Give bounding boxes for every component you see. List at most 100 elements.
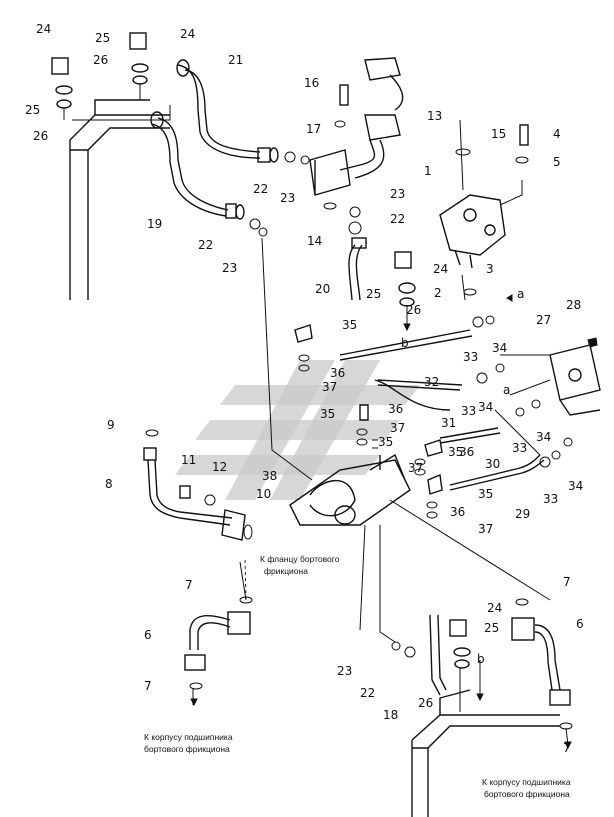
callout: 23 — [390, 187, 405, 201]
callout: 33 — [543, 492, 558, 506]
callout: 35 — [378, 435, 393, 449]
callout: 34 — [536, 430, 551, 444]
callout: 5 — [553, 155, 561, 169]
pipe-29 — [449, 454, 545, 491]
note-bearing-left-line2: бортового фрикциона — [144, 744, 230, 754]
note-bearing-left-line1: К корпусу подшипника — [144, 732, 233, 742]
main-block-38 — [289, 453, 411, 526]
block-13 — [339, 57, 404, 179]
arrow-markers — [190, 294, 572, 750]
callout: 26 — [406, 303, 421, 317]
callout: 36 — [330, 366, 345, 380]
callout: b — [477, 652, 485, 666]
callout: 14 — [307, 234, 322, 248]
callout: 11 — [181, 453, 196, 467]
callout: 7 — [144, 679, 152, 693]
pipe-19 — [150, 111, 245, 220]
callout: a — [517, 287, 524, 301]
pipe-8 — [143, 447, 246, 541]
callout: 33 — [512, 441, 527, 455]
callout: 12 — [212, 460, 227, 474]
note-flange-line2: фрикциона — [264, 566, 308, 576]
callout: 22 — [390, 212, 405, 226]
callout: 23 — [222, 261, 237, 275]
pipe-30 — [439, 427, 501, 444]
callout: 20 — [315, 282, 330, 296]
callout: 25 — [366, 287, 381, 301]
callout: 32 — [424, 375, 439, 389]
callout: 34 — [478, 400, 493, 414]
callout: 22 — [360, 686, 375, 700]
callout: 34 — [492, 341, 507, 355]
pipe-31 — [374, 379, 451, 411]
callout: 25 — [25, 103, 40, 117]
callout: 30 — [485, 457, 500, 471]
callout: 22 — [198, 238, 213, 252]
callout: 17 — [306, 122, 321, 136]
callout: 7 — [185, 578, 193, 592]
callout: 36 — [388, 402, 403, 416]
callout: 8 — [105, 477, 113, 491]
callout: 35 — [342, 318, 357, 332]
callout: 35 — [448, 445, 463, 459]
callout: 21 — [228, 53, 243, 67]
callout: 24 — [180, 27, 195, 41]
callout: 33 — [461, 404, 476, 418]
callout-labels: 1 2 3 4 5 6 6 7 7 7 7 8 9 10 11 12 13 14… — [25, 22, 584, 755]
callout: 25 — [95, 31, 110, 45]
note-bearing-right-line2: бортового фрикциона — [484, 789, 570, 799]
left-upper-housing — [69, 99, 170, 300]
callout: 28 — [566, 298, 581, 312]
pipe-6-right — [511, 617, 571, 706]
valve-1 — [439, 194, 506, 269]
callout: 36 — [450, 505, 465, 519]
callout: b — [401, 336, 409, 350]
callout: 36 — [459, 445, 474, 459]
callout: 23 — [280, 191, 295, 205]
pipe-6-left — [184, 611, 251, 671]
callout: a — [503, 383, 510, 397]
callout: 35 — [320, 407, 335, 421]
callout: 7 — [563, 575, 571, 589]
callout: 10 — [256, 487, 271, 501]
callout: 33 — [463, 350, 478, 364]
callout: 26 — [93, 53, 108, 67]
callout: 1 — [424, 164, 432, 178]
callout: 37 — [408, 461, 423, 475]
callout: 37 — [478, 522, 493, 536]
callout: 35 — [478, 487, 493, 501]
pipe-32 — [339, 329, 473, 391]
callout: 26 — [418, 696, 433, 710]
callout: 2 — [434, 286, 442, 300]
pipe-20 — [348, 237, 367, 301]
note-flange-line1: К фланцу бортового — [260, 554, 340, 564]
note-bearing-right-line1: К корпусу подшипника — [482, 777, 571, 787]
callout: 9 — [107, 418, 115, 432]
callout: 27 — [536, 313, 551, 327]
callout: 23 — [337, 664, 352, 678]
callout: 37 — [390, 421, 405, 435]
callout: 25 — [484, 621, 499, 635]
callout: 29 — [515, 507, 530, 521]
pipe-21 — [176, 59, 279, 163]
text-notes: К фланцу бортового фрикциона К корпусу п… — [144, 554, 571, 799]
callout: 7 — [563, 741, 571, 755]
callout: 24 — [487, 601, 502, 615]
callout: 24 — [36, 22, 51, 36]
callout: 31 — [441, 416, 456, 430]
callout: 6 — [576, 617, 584, 631]
callout: 38 — [262, 469, 277, 483]
bracket-14 — [309, 149, 351, 196]
callout: 4 — [553, 127, 561, 141]
pipe-18 — [429, 614, 447, 696]
callout: 26 — [33, 129, 48, 143]
callout: 13 — [427, 109, 442, 123]
callout: 16 — [304, 76, 319, 90]
callout: 37 — [322, 380, 337, 394]
callout: 6 — [144, 628, 152, 642]
callout: 19 — [147, 217, 162, 231]
callout: 15 — [491, 127, 506, 141]
callout: 3 — [486, 262, 494, 276]
callout: 34 — [568, 479, 583, 493]
